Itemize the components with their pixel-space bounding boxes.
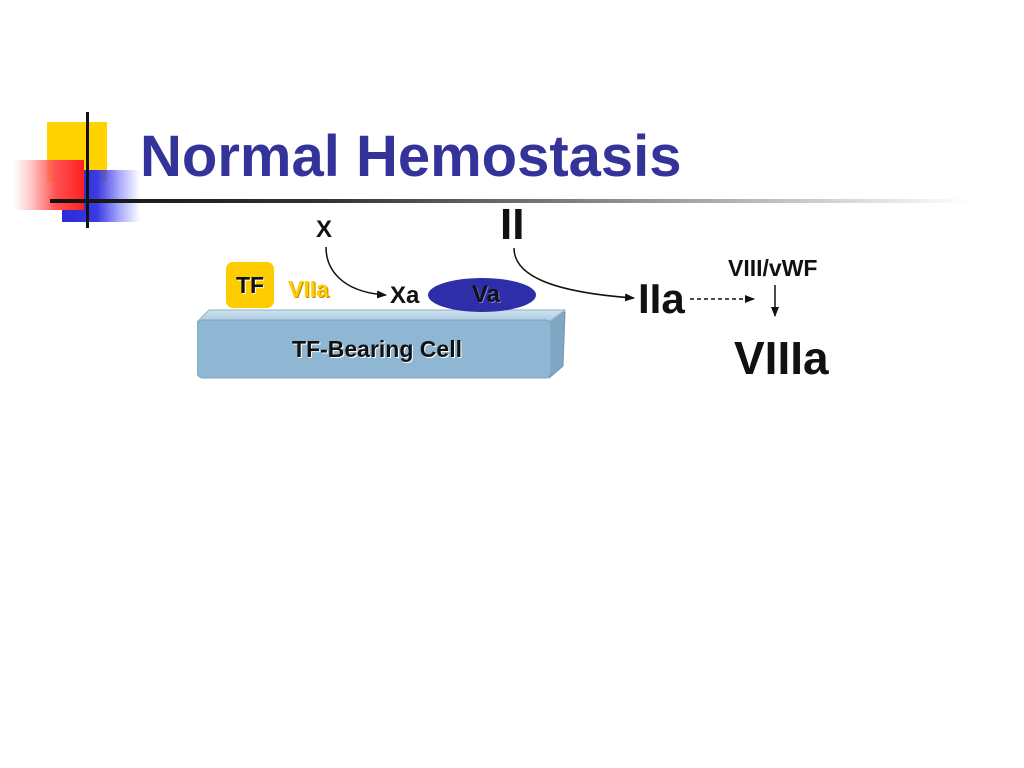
slide-title: Normal Hemostasis [140,124,682,189]
cell-shape-svg [197,309,567,380]
viia-label: VIIa [288,276,329,302]
tf-bearing-cell: TF-Bearing Cell [197,308,567,380]
decor-vertical-line [86,112,89,228]
factor-va-label: Va [471,281,501,308]
arrow-ii-to-iia [513,247,635,302]
cell-label: TF-Bearing Cell [292,336,462,362]
viii-vwf-label: VIII/vWF [728,255,818,281]
title-underline [50,199,970,203]
factor-viiia-label: VIIIa [734,332,829,384]
factor-ii-label: II [500,200,525,249]
arrow-x-to-xa [325,246,387,299]
va-ellipse: Va [428,278,536,312]
cell-front-face [197,319,552,379]
tf-badge: TF [226,262,274,308]
factor-x-label: X [316,216,333,243]
factor-iia-label: IIa [638,275,685,322]
factor-xa-label: Xa [390,282,420,309]
